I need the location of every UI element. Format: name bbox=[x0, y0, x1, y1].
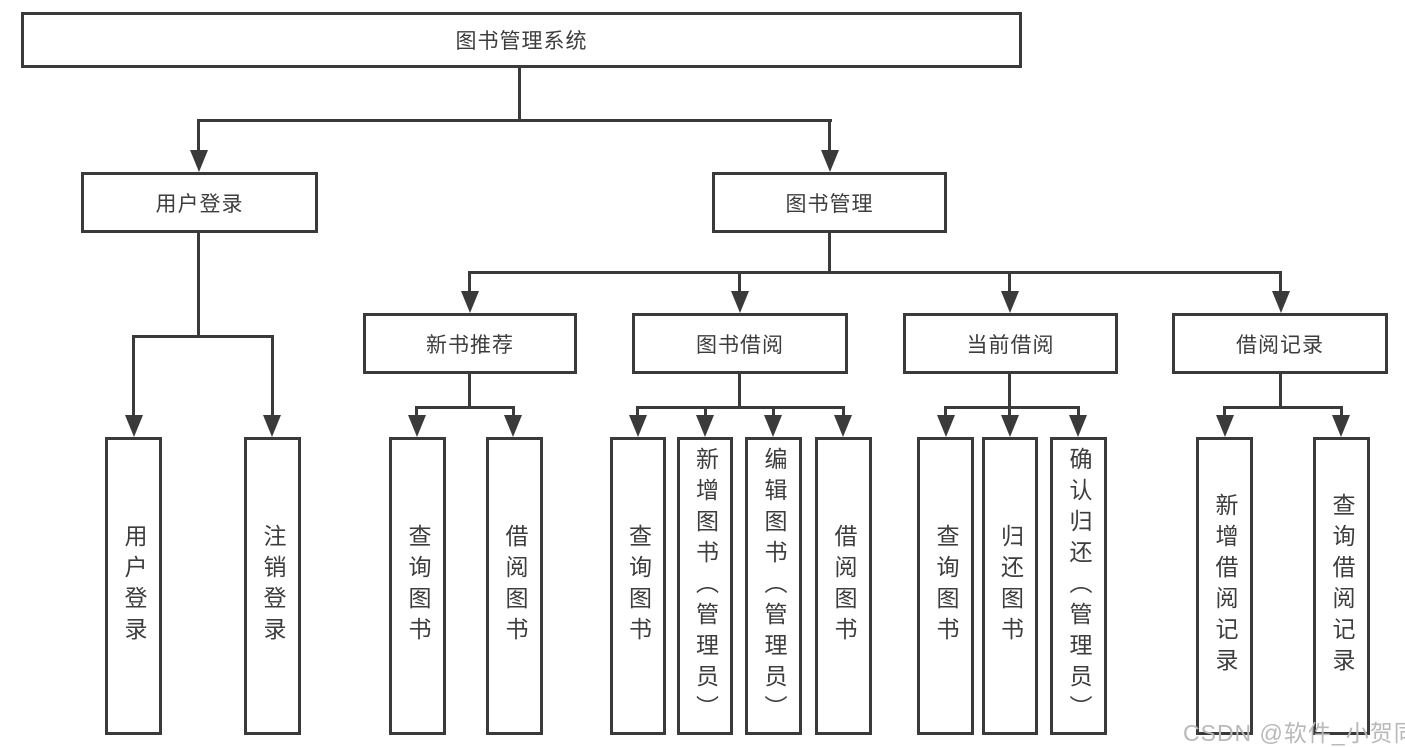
connector-line bbox=[704, 406, 707, 418]
connector-arrowhead bbox=[125, 415, 143, 437]
connector-line bbox=[842, 406, 845, 418]
connector-line bbox=[271, 335, 274, 417]
connector-line bbox=[518, 66, 521, 120]
leaf-user-login: 用户登录 bbox=[105, 437, 162, 735]
leaf-confirm-return-admin: 确认归还（管理员） bbox=[1050, 437, 1107, 735]
connector-line bbox=[1223, 406, 1226, 418]
connector-arrowhead bbox=[731, 291, 749, 313]
connector-arrowhead bbox=[408, 415, 426, 437]
connector-arrowhead bbox=[1272, 291, 1290, 313]
connector-line bbox=[636, 406, 639, 418]
connector-line bbox=[415, 406, 418, 418]
connector-arrowhead bbox=[504, 415, 522, 437]
connector-line bbox=[415, 406, 515, 409]
leaf-query-book-current: 查询图书 bbox=[917, 437, 974, 735]
connector-line bbox=[828, 231, 831, 273]
connector-line bbox=[512, 406, 515, 418]
connector-arrowhead bbox=[461, 291, 479, 313]
connector-line bbox=[468, 271, 1282, 274]
connector-arrowhead bbox=[696, 415, 714, 437]
node-user-login-module: 用户登录 bbox=[81, 172, 318, 233]
node-new-book-recommend: 新书推荐 bbox=[363, 313, 577, 374]
connector-arrowhead bbox=[1001, 291, 1019, 313]
connector-line bbox=[1077, 406, 1080, 418]
connector-line bbox=[828, 119, 831, 152]
connector-line bbox=[738, 271, 741, 293]
leaf-borrow-book: 借阅图书 bbox=[815, 437, 872, 735]
csdn-watermark: CSDN @软件_小贺同学 bbox=[1183, 720, 1405, 746]
connector-arrowhead bbox=[937, 415, 955, 437]
connector-arrowhead bbox=[263, 415, 281, 437]
leaf-add-borrow-record: 新增借阅记录 bbox=[1196, 437, 1253, 735]
connector-line bbox=[197, 231, 200, 338]
node-book-management-module: 图书管理 bbox=[712, 172, 947, 233]
connector-line bbox=[944, 406, 1080, 409]
connector-line bbox=[197, 119, 200, 152]
connector-arrowhead bbox=[629, 415, 647, 437]
connector-arrowhead bbox=[834, 415, 852, 437]
connector-arrowhead bbox=[764, 415, 782, 437]
leaf-query-book-borrow: 查询图书 bbox=[610, 437, 666, 735]
leaf-edit-book-admin: 编辑图书（管理员） bbox=[745, 437, 802, 735]
connector-line bbox=[636, 406, 845, 409]
connector-arrowhead bbox=[1001, 415, 1019, 437]
connector-line bbox=[1279, 271, 1282, 293]
leaf-add-book-admin: 新增图书（管理员） bbox=[677, 437, 733, 735]
connector-line bbox=[1008, 271, 1011, 293]
connector-line bbox=[772, 406, 775, 418]
node-book-borrow: 图书借阅 bbox=[632, 313, 848, 374]
node-borrow-record: 借阅记录 bbox=[1172, 313, 1388, 374]
connector-arrowhead bbox=[1332, 415, 1350, 437]
connector-arrowhead bbox=[821, 150, 839, 172]
leaf-query-borrow-record: 查询借阅记录 bbox=[1313, 437, 1370, 735]
connector-arrowhead bbox=[190, 150, 208, 172]
leaf-query-book-recommend: 查询图书 bbox=[389, 437, 446, 735]
connector-line bbox=[1340, 406, 1343, 418]
connector-line bbox=[132, 335, 274, 338]
leaf-logout: 注销登录 bbox=[244, 437, 301, 735]
connector-line bbox=[468, 271, 471, 293]
leaf-borrow-book-recommend: 借阅图书 bbox=[486, 437, 543, 735]
connector-line bbox=[1008, 372, 1011, 409]
connector-line bbox=[1279, 372, 1282, 409]
connector-line bbox=[1223, 406, 1343, 409]
connector-arrowhead bbox=[1216, 415, 1234, 437]
node-current-borrow: 当前借阅 bbox=[903, 313, 1118, 374]
connector-line bbox=[944, 406, 947, 418]
node-root-system: 图书管理系统 bbox=[21, 12, 1022, 68]
connector-line bbox=[132, 335, 135, 417]
connector-line bbox=[1008, 406, 1011, 418]
connector-line bbox=[197, 119, 832, 122]
leaf-return-book: 归还图书 bbox=[982, 437, 1038, 735]
connector-arrowhead bbox=[1069, 415, 1087, 437]
connector-line bbox=[468, 372, 471, 409]
connector-line bbox=[738, 372, 741, 409]
